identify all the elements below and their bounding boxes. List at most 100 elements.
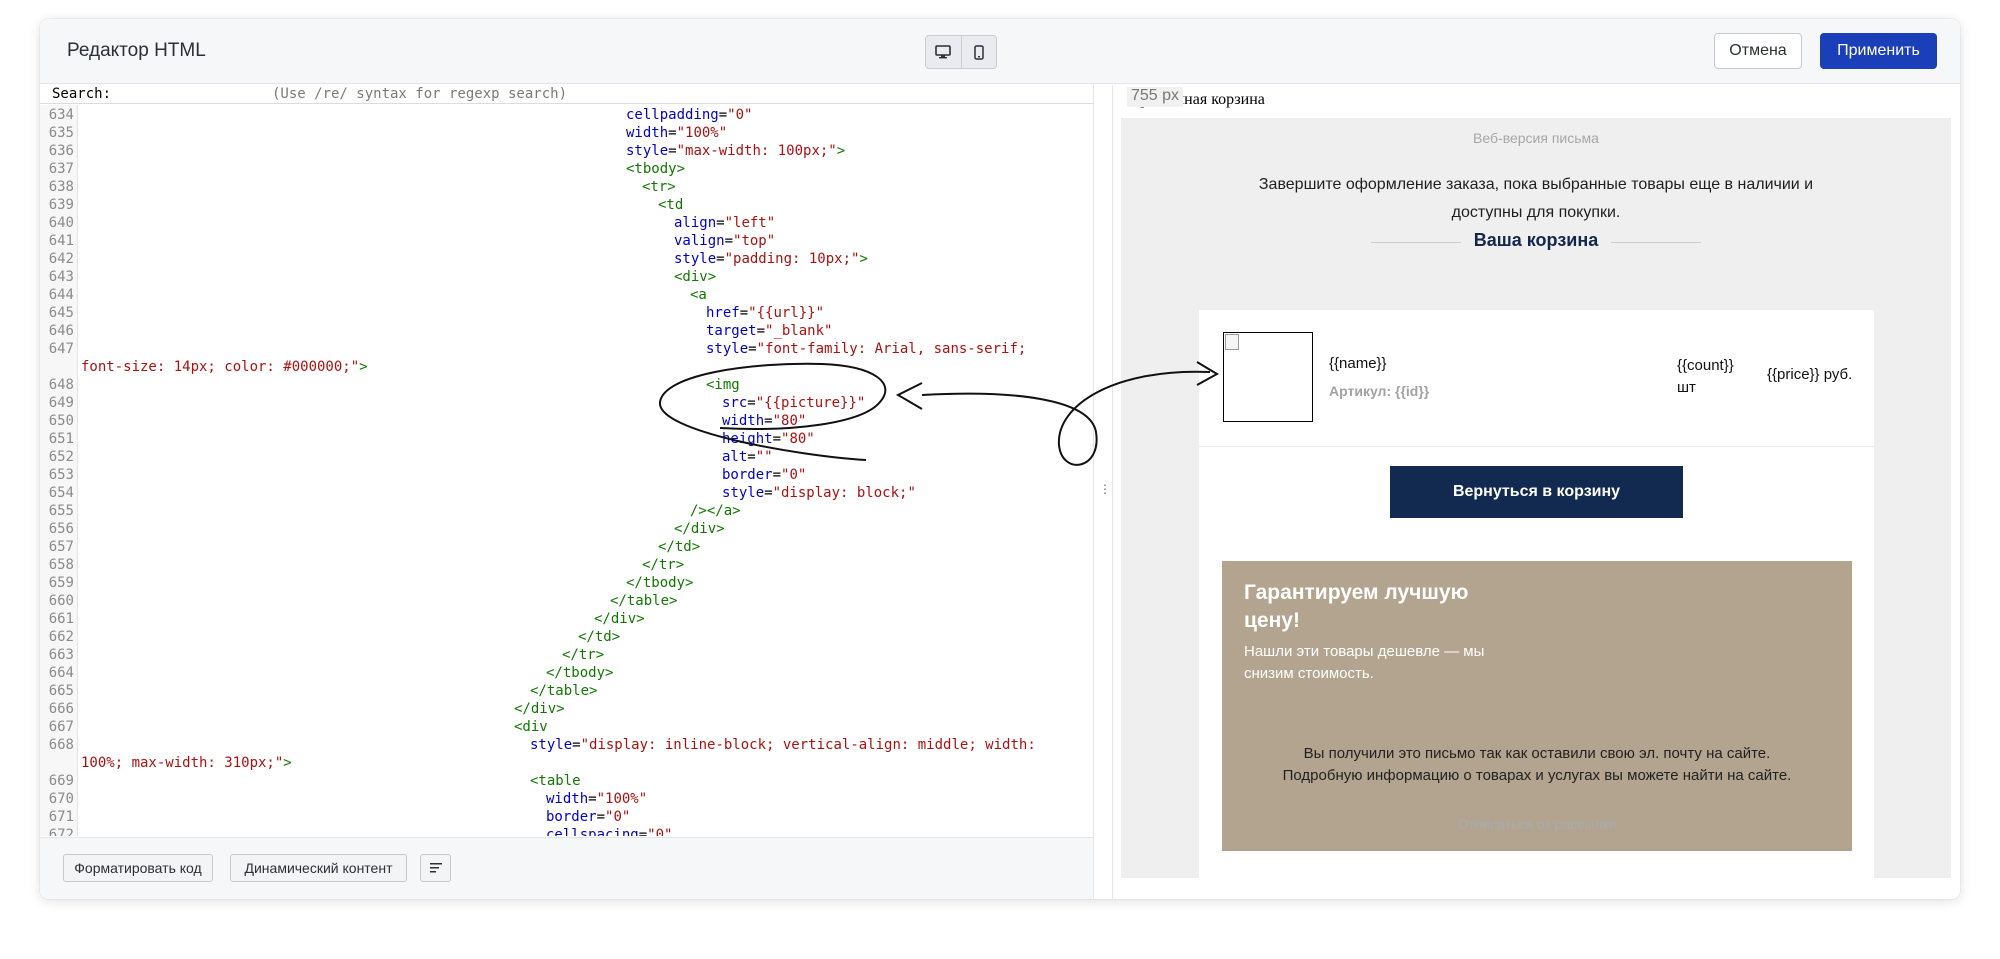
code-token: href: [706, 305, 740, 321]
cart-heading: Ваша корзина: [1371, 228, 1701, 256]
code-token: </td>: [578, 629, 621, 645]
code-token: </table>: [530, 683, 598, 699]
code-token: "{{url}}": [748, 305, 825, 321]
code-line: width="100%": [626, 124, 727, 142]
code-line: <a: [690, 286, 707, 304]
code-token: =: [588, 791, 597, 807]
modal-title: Редактор HTML: [67, 40, 206, 61]
search-bar[interactable]: Search: (Use /re/ syntax for regexp sear…: [40, 85, 1093, 104]
code-line: cellspacing="0": [546, 826, 672, 836]
text-align-icon: [429, 863, 442, 873]
resize-divider[interactable]: ⋮⋮: [1093, 85, 1123, 899]
code-line: </div>: [674, 520, 725, 538]
cancel-button[interactable]: Отмена: [1714, 33, 1802, 69]
mobile-view-button[interactable]: [960, 36, 996, 68]
format-code-button[interactable]: Форматировать код: [63, 854, 213, 882]
code-token: =: [739, 305, 749, 321]
line-number: 664: [48, 665, 74, 681]
line-number: 648: [48, 377, 74, 393]
line-number: 656: [48, 521, 74, 537]
product-image[interactable]: [1223, 332, 1313, 422]
best-price-banner: Гарантируем лучшую цену! Нашли эти товар…: [1222, 561, 1852, 851]
code-line: <img: [706, 376, 740, 394]
code-token: >: [359, 359, 368, 375]
code-token: =: [716, 251, 725, 267]
code-token: =: [668, 143, 677, 159]
editor-toolbar: Форматировать код Динамический контент: [40, 837, 1093, 899]
code-token: <tbody>: [626, 161, 686, 177]
code-token: <a: [690, 287, 707, 303]
code-token: </div>: [514, 701, 565, 717]
line-number: 649: [48, 395, 74, 411]
code-token: style: [530, 737, 573, 753]
line-number: 657: [48, 539, 74, 555]
line-gutter: [40, 105, 78, 836]
code-token: cellpadding: [626, 107, 719, 123]
cart-item-row: {{name}} Артикул: {{id}} {{count}} шт {{…: [1199, 310, 1874, 447]
code-token: >: [836, 143, 846, 159]
code-line: </div>: [594, 610, 645, 628]
line-number: 666: [48, 701, 74, 717]
code-token: </tr>: [562, 647, 605, 663]
code-line: </tbody>: [626, 574, 693, 592]
code-token: "0": [605, 809, 631, 825]
line-number: 655: [48, 503, 74, 519]
line-number: 665: [48, 683, 74, 699]
code-token: <img: [706, 377, 740, 393]
code-line: href="{{url}}": [706, 304, 824, 322]
code-token: </div>: [674, 521, 725, 537]
code-token: /></a>: [690, 503, 741, 519]
unsubscribe-link[interactable]: Отписаться от рассылки: [1457, 816, 1617, 832]
code-token: =: [764, 413, 773, 429]
product-count: {{count}} шт: [1677, 355, 1734, 399]
line-number: 667: [48, 719, 74, 735]
code-token: width: [626, 125, 669, 141]
code-token: "0": [727, 107, 753, 123]
code-line: </tr>: [562, 646, 604, 664]
email-lead-text: Завершите оформление заказа, пока выбран…: [1258, 176, 1814, 221]
line-number: 642: [48, 251, 74, 267]
back-to-cart-button[interactable]: Вернуться в корзину: [1390, 466, 1683, 518]
dynamic-content-button[interactable]: Динамический контент: [230, 854, 407, 882]
broken-image-icon: [1225, 334, 1239, 350]
line-number: 652: [48, 449, 74, 465]
apply-button[interactable]: Применить: [1820, 33, 1937, 69]
code-token: "0": [647, 827, 673, 836]
code-line: </tr>: [642, 556, 684, 574]
line-number: 671: [48, 809, 74, 825]
code-token: =: [572, 737, 581, 753]
code-token: </div>: [594, 611, 645, 627]
code-token: </tbody>: [546, 665, 614, 681]
web-version-link[interactable]: Веб-версия письма: [1473, 130, 1599, 146]
code-token: 100%; max-width: 310px;": [81, 755, 284, 771]
code-token: width: [546, 791, 589, 807]
code-token: "_blank": [765, 323, 833, 339]
code-token: =: [716, 215, 725, 231]
line-number: 646: [48, 323, 74, 339]
code-token: =: [718, 107, 728, 123]
code-token: "display: inline-block; vertical-align: …: [580, 737, 1036, 753]
line-number: 647: [48, 341, 74, 357]
code-token: </tbody>: [626, 575, 694, 591]
line-number: 661: [48, 611, 74, 627]
code-token: >: [859, 251, 868, 267]
promo-title: Гарантируем лучшую цену!: [1244, 581, 1469, 632]
heading-divider-left: [1371, 242, 1461, 243]
code-editor[interactable]: Search: (Use /re/ syntax for regexp sear…: [40, 85, 1093, 899]
line-number: 637: [48, 161, 74, 177]
code-line: src="{{picture}}": [722, 394, 865, 412]
line-number: 660: [48, 593, 74, 609]
wrap-lines-button[interactable]: [420, 854, 451, 882]
code-token: =: [772, 467, 782, 483]
promo-subtitle: Нашли эти товары дешевле — мы снизим сто…: [1244, 643, 1485, 682]
desktop-view-button[interactable]: [926, 36, 961, 68]
code-token: =: [668, 125, 677, 141]
code-token: target: [706, 323, 757, 339]
code-line: width="100%": [546, 790, 647, 808]
line-number: 668: [48, 737, 74, 753]
code-token: "font-family: Arial, sans-serif;: [756, 341, 1027, 357]
email-disclaimer: Вы получили это письмо так как оставили …: [1282, 745, 1792, 784]
product-sku: Артикул: {{id}}: [1329, 383, 1430, 399]
line-number: 639: [48, 197, 74, 213]
